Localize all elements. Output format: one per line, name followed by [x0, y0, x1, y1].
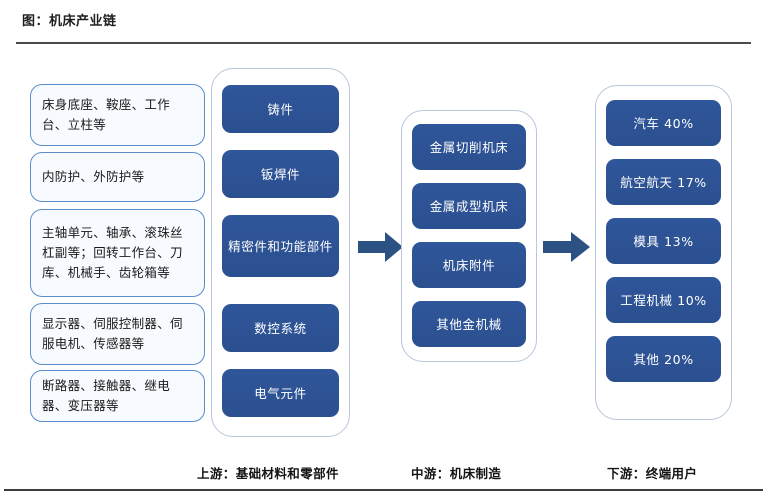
midstream-category-label-1: 金属切削机床 — [429, 139, 509, 155]
upstream-category-label-1: 铸件 — [267, 101, 294, 117]
downstream-category-label-2: 航空航天 17% — [620, 174, 707, 190]
downstream-category-label-5: 其他 20% — [633, 351, 694, 367]
stage-label-upstream: 上游：基础材料和零部件 — [197, 466, 339, 481]
downstream-category-box-4: 工程机械 10% — [606, 277, 721, 323]
upstream-category-box-2: 钣焊件 — [222, 150, 339, 198]
upstream-component-box-5: 断路器、接触器、继电器、变压器等 — [30, 370, 205, 422]
upstream-category-box-1: 铸件 — [222, 85, 339, 133]
upstream-component-box-1: 床身底座、鞍座、工作台、立柱等 — [30, 84, 205, 146]
upstream-component-label-3: 主轴单元、轴承、滚珠丝杠副等；回转工作台、刀库、机械手、齿轮箱等 — [42, 225, 183, 280]
midstream-category-box-1: 金属切削机床 — [412, 124, 526, 170]
downstream-category-label-4: 工程机械 10% — [620, 292, 707, 308]
downstream-category-label-1: 汽车 40% — [633, 115, 694, 131]
arrow-midstream-to-downstream — [543, 230, 591, 264]
arrow-upstream-to-midstream — [358, 230, 404, 264]
midstream-category-box-3: 机床附件 — [412, 242, 526, 288]
upstream-category-box-3: 精密件和功能部件 — [222, 215, 339, 277]
downstream-category-box-3: 模具 13% — [606, 218, 721, 264]
upstream-component-box-2: 内防护、外防护等 — [30, 152, 205, 202]
upstream-category-label-2: 钣焊件 — [260, 166, 301, 182]
upstream-component-label-1: 床身底座、鞍座、工作台、立柱等 — [42, 97, 171, 132]
midstream-category-label-3: 机床附件 — [442, 257, 496, 273]
upstream-component-label-5: 断路器、接触器、继电器、变压器等 — [42, 378, 171, 413]
upstream-component-label-2: 内防护、外防护等 — [42, 169, 145, 184]
upstream-component-box-3: 主轴单元、轴承、滚珠丝杠副等；回转工作台、刀库、机械手、齿轮箱等 — [30, 209, 205, 297]
title-divider — [16, 42, 751, 44]
upstream-category-box-5: 电气元件 — [222, 369, 339, 417]
midstream-category-box-4: 其他金机械 — [412, 301, 526, 347]
stage-label-downstream: 下游：终端用户 — [607, 466, 698, 481]
footer-note — [8, 492, 748, 500]
upstream-category-label-4: 数控系统 — [254, 320, 307, 336]
downstream-category-label-3: 模具 13% — [633, 233, 694, 249]
downstream-category-box-1: 汽车 40% — [606, 100, 721, 146]
upstream-category-label-3: 精密件和功能部件 — [228, 238, 333, 254]
stage-label-midstream: 中游：机床制造 — [411, 466, 502, 481]
upstream-component-box-4: 显示器、伺服控制器、伺服电机、传感器等 — [30, 303, 205, 365]
upstream-category-label-5: 电气元件 — [254, 385, 307, 401]
midstream-category-label-4: 其他金机械 — [436, 316, 502, 332]
midstream-category-label-2: 金属成型机床 — [429, 198, 509, 214]
upstream-category-box-4: 数控系统 — [222, 304, 339, 352]
footer-divider — [4, 489, 763, 491]
midstream-category-box-2: 金属成型机床 — [412, 183, 526, 229]
downstream-category-box-2: 航空航天 17% — [606, 159, 721, 205]
page-title: 图：机床产业链 — [22, 14, 117, 29]
downstream-category-box-5: 其他 20% — [606, 336, 721, 382]
upstream-component-label-4: 显示器、伺服控制器、伺服电机、传感器等 — [42, 316, 183, 351]
